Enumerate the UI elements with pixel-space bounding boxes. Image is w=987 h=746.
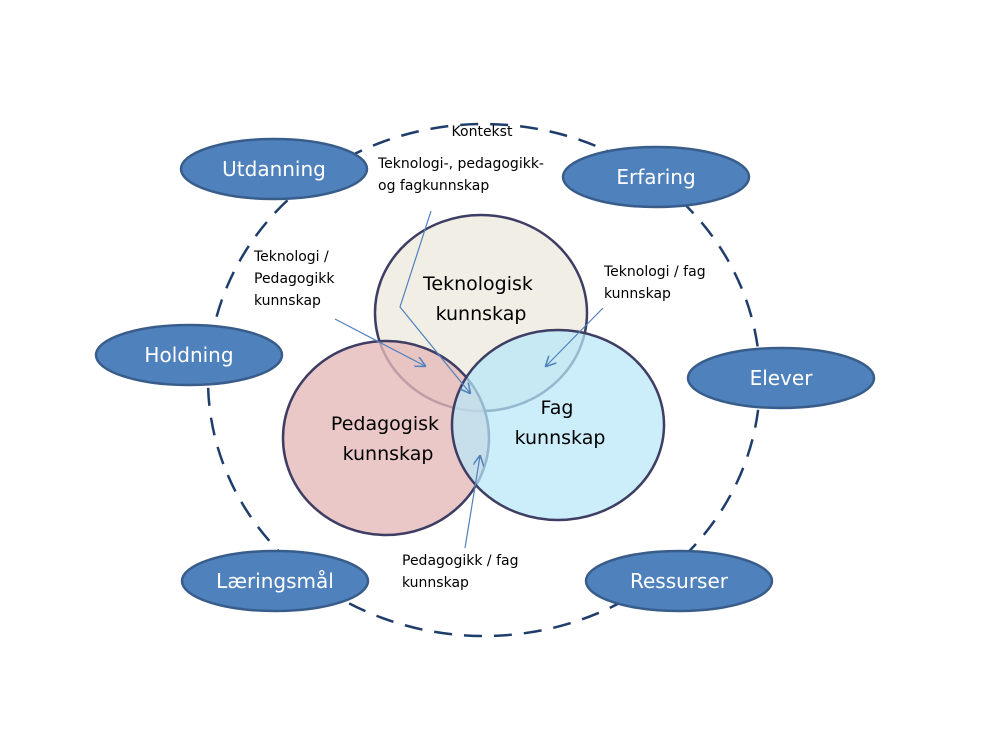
factor-utdanning-label: Utdanning <box>222 157 326 181</box>
pedagogical-knowledge-label: Pedagogisk kunnskap <box>331 413 445 465</box>
factor-erfaring: Erfaring <box>561 145 751 209</box>
factor-utdanning: Utdanning <box>179 137 369 201</box>
tpack-arrow <box>399 210 470 393</box>
tech-ped-arrow <box>334 318 425 366</box>
venn-diagram <box>281 213 666 537</box>
tech-fag-arrow <box>546 307 604 366</box>
factor-erfaring-label: Erfaring <box>616 165 695 189</box>
factor-elever-label: Elever <box>750 366 814 390</box>
tech-ped-annotation: Teknologi / Pedagogikk kunnskap <box>253 249 339 309</box>
factor-laeringsmal-label: Læringsmål <box>216 569 334 593</box>
tpack-annotation: Teknologi-, pedagogikk- og fagkunnskap <box>377 156 548 194</box>
factor-holdning: Holdning <box>94 323 284 387</box>
content-knowledge-circle <box>450 328 666 522</box>
factor-holdning-label: Holdning <box>144 343 233 367</box>
context-label: Kontekst <box>452 124 513 140</box>
factor-laeringsmal: Læringsmål <box>180 549 370 613</box>
ped-fag-arrow <box>464 456 480 549</box>
content-knowledge-label: Fag kunnskap <box>515 397 606 449</box>
tech-fag-annotation: Teknologi / fag kunnskap <box>603 264 710 302</box>
technological-knowledge-label: Teknologisk kunnskap <box>422 273 539 325</box>
factor-elever: Elever <box>686 346 876 410</box>
ped-fag-annotation: Pedagogikk / fag kunnskap <box>402 553 523 591</box>
factor-ressurser: Ressurser <box>584 549 774 613</box>
factor-ressurser-label: Ressurser <box>630 569 729 593</box>
